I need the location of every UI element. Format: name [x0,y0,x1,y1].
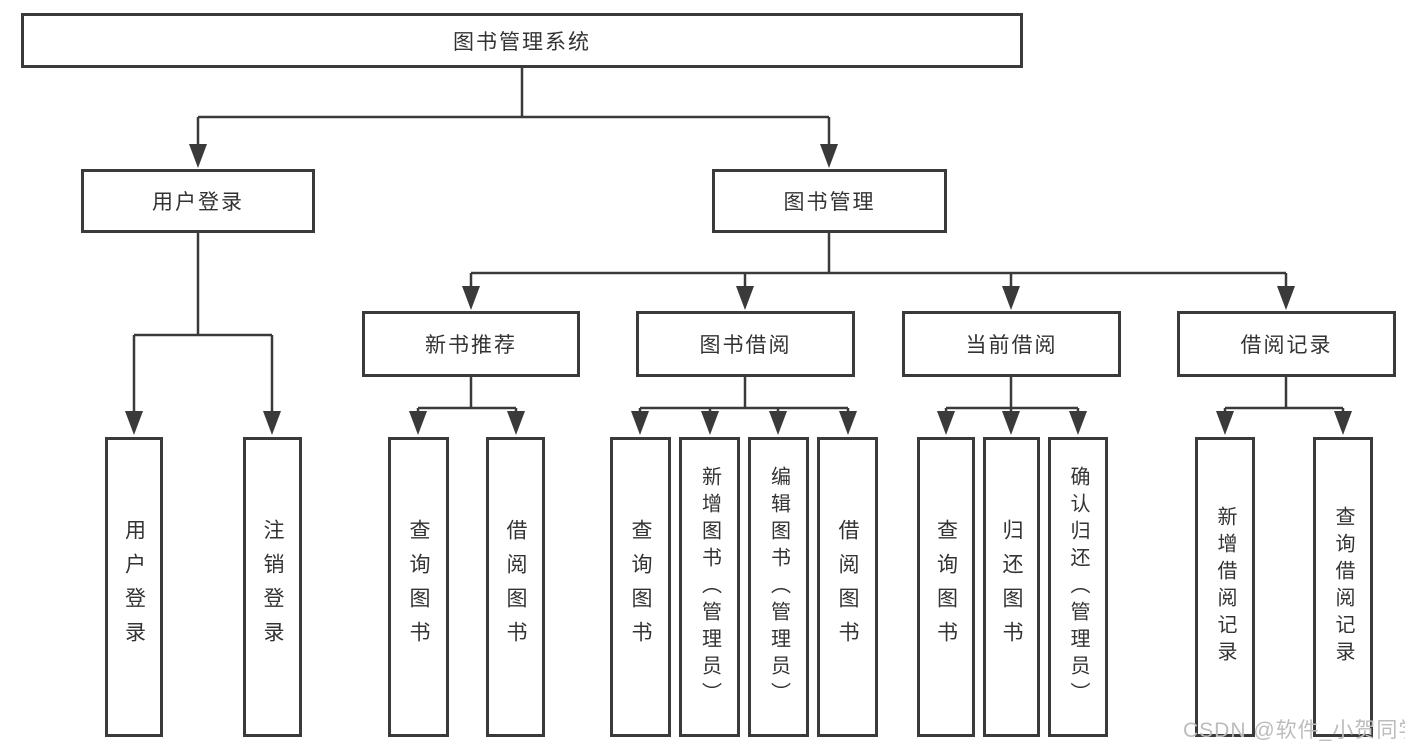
node-book-management: 图书管理 [712,169,947,233]
leaf-bb-add-books-admin: 新增图书（管理员） [679,437,740,737]
node-new-book-recommend: 新书推荐 [362,311,580,377]
leaf-user-login: 用户登录 [105,437,163,737]
node-current-borrow: 当前借阅 [902,311,1121,377]
arrowhead-icons [125,144,1352,435]
node-label: 查询图书 [934,519,958,655]
node-label: 新书推荐 [425,334,517,357]
node-label: 查询借阅记录 [1332,506,1354,668]
node-system-root: 图书管理系统 [21,13,1023,68]
node-label: 借阅图书 [504,519,527,655]
node-label: 查询图书 [629,519,652,655]
leaf-logout: 注销登录 [243,437,302,737]
leaf-nbr-query-books: 查询图书 [388,437,449,737]
leaf-bb-edit-books-admin: 编辑图书（管理员） [748,437,809,737]
node-label: 图书借阅 [699,334,792,357]
node-borrow-records: 借阅记录 [1177,311,1396,377]
leaf-nbr-borrow-books: 借阅图书 [486,437,545,737]
node-label: 借阅记录 [1240,334,1333,357]
leaf-br-query-record: 查询借阅记录 [1313,437,1373,737]
node-label: 注销登录 [261,519,284,655]
node-label: 用户登录 [152,191,244,214]
node-label: 归还图书 [1000,519,1023,655]
leaf-bb-query-books: 查询图书 [610,437,671,737]
node-label: 图书管理系统 [453,30,591,54]
node-user-login: 用户登录 [81,169,315,233]
leaf-cb-confirm-return-admin: 确认归还（管理员） [1048,437,1108,737]
node-label: 当前借阅 [965,334,1058,357]
leaf-cb-query-books: 查询图书 [917,437,975,737]
node-label: 借阅图书 [836,519,859,655]
node-label: 用户登录 [122,519,146,655]
node-label: 编辑图书（管理员） [767,465,790,709]
leaf-br-add-record: 新增借阅记录 [1195,437,1255,737]
node-label: 新增图书（管理员） [698,465,721,709]
node-label: 图书管理 [783,191,876,214]
node-book-borrow: 图书借阅 [636,311,855,377]
csdn-watermark: CSDN @软件_小贺同学 [1183,719,1405,742]
leaf-cb-return-books: 归还图书 [983,437,1040,737]
node-label: 查询图书 [407,519,430,655]
node-label: 确认归还（管理员） [1067,465,1089,709]
leaf-bb-borrow-books: 借阅图书 [817,437,878,737]
node-label: 新增借阅记录 [1214,506,1236,668]
